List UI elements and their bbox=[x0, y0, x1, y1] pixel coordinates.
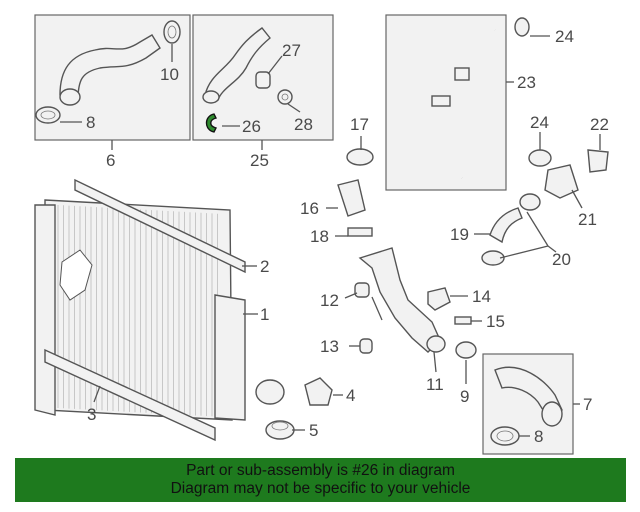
mount-4 bbox=[304, 377, 333, 406]
callout-22: 22 bbox=[590, 115, 609, 134]
callout-15: 15 bbox=[486, 312, 505, 331]
leader-lines bbox=[60, 35, 601, 437]
callout-28: 28 bbox=[294, 115, 313, 134]
callout-13: 13 bbox=[320, 337, 339, 356]
hose-19 bbox=[489, 207, 523, 244]
pipe-25 bbox=[202, 27, 271, 104]
callout-27: 27 bbox=[282, 41, 301, 60]
callout-1: 1 bbox=[260, 305, 269, 324]
clamp-8-top bbox=[35, 106, 61, 124]
clamp-20b bbox=[481, 250, 505, 266]
callout-19: 19 bbox=[450, 225, 469, 244]
callout-11: 11 bbox=[426, 375, 444, 394]
callout-8-top: 8 bbox=[86, 113, 95, 132]
bushing-13 bbox=[359, 338, 373, 354]
hose-16 bbox=[337, 179, 366, 217]
sensor-22 bbox=[587, 149, 609, 173]
callouts: 6 25 23 7 8 10 27 28 26 1 2 3 4 5 11 12 … bbox=[86, 27, 609, 446]
clamp-24-top bbox=[514, 17, 530, 37]
grommet-5 bbox=[265, 420, 295, 440]
intercooler-1 bbox=[34, 199, 285, 421]
callout-18: 18 bbox=[310, 227, 329, 246]
sensor-14 bbox=[427, 287, 451, 311]
ring-10 bbox=[163, 20, 181, 44]
callout-20: 20 bbox=[552, 250, 571, 269]
callout-7: 7 bbox=[583, 395, 592, 414]
bolt-18 bbox=[347, 227, 373, 237]
callout-26: 26 bbox=[242, 117, 261, 136]
callout-21: 21 bbox=[578, 210, 597, 229]
banner-line-2: Diagram may not be specific to your vehi… bbox=[170, 480, 471, 497]
trim-strip-3 bbox=[44, 348, 216, 442]
clamp-8-bottom bbox=[490, 426, 520, 446]
charge-pipe-11 bbox=[358, 247, 446, 353]
clamp-9 bbox=[455, 341, 477, 359]
bolt-15 bbox=[454, 316, 472, 325]
callout-14: 14 bbox=[472, 287, 491, 306]
hose-23 bbox=[401, 26, 496, 180]
callout-5: 5 bbox=[309, 421, 318, 440]
callout-12: 12 bbox=[320, 291, 339, 310]
callout-6: 6 bbox=[106, 151, 115, 170]
callout-2: 2 bbox=[260, 257, 269, 276]
callout-4: 4 bbox=[346, 386, 355, 405]
bushing-12 bbox=[354, 282, 370, 298]
hose-7 bbox=[494, 366, 563, 427]
collar-28 bbox=[277, 89, 293, 105]
callout-24-right: 24 bbox=[530, 113, 549, 132]
callout-24-top: 24 bbox=[555, 27, 574, 46]
callout-17: 17 bbox=[350, 115, 369, 134]
hose-6 bbox=[59, 34, 161, 106]
clamp-24-right bbox=[528, 149, 552, 167]
banner-line-1: Part or sub-assembly is #26 in diagram bbox=[186, 462, 455, 479]
callout-23: 23 bbox=[517, 73, 536, 92]
trim-strip-2 bbox=[74, 178, 246, 274]
callout-16: 16 bbox=[300, 199, 319, 218]
clamp-17 bbox=[346, 148, 374, 166]
clip-26 bbox=[205, 113, 218, 133]
callout-9: 9 bbox=[460, 387, 469, 406]
housing-21 bbox=[544, 164, 579, 199]
callout-10: 10 bbox=[160, 65, 179, 84]
callout-8-bottom: 8 bbox=[534, 427, 543, 446]
clamp-20a bbox=[519, 193, 541, 211]
bushing-27 bbox=[255, 71, 271, 89]
fitment-banner: Part or sub-assembly is #26 in diagram D… bbox=[15, 458, 626, 502]
callout-25: 25 bbox=[250, 151, 269, 170]
callout-3: 3 bbox=[87, 405, 96, 424]
